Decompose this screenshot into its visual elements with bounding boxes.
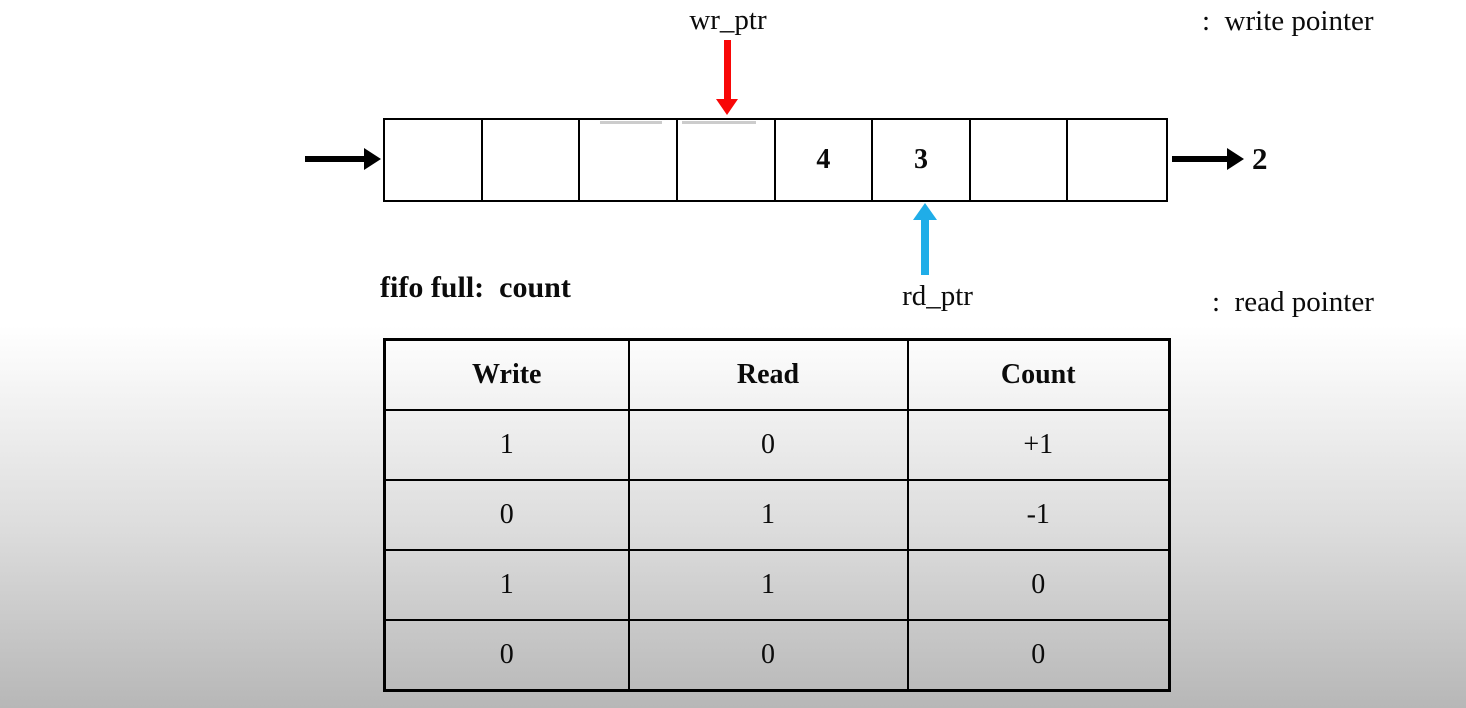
fifo-output-arrow-icon (1172, 156, 1228, 162)
fifo-output-arrowhead-icon (1227, 148, 1244, 170)
fifo-input-arrow-icon (305, 156, 365, 162)
fifo-cell-1 (483, 120, 581, 200)
table-row: 0 1 -1 (383, 479, 1171, 551)
fifo-cell-2 (580, 120, 678, 200)
fifo-cell-6 (971, 120, 1069, 200)
cell-write: 0 (383, 619, 630, 692)
wr-ptr-label: wr_ptr (689, 4, 767, 36)
column-header-read: Read (627, 338, 909, 411)
rd-ptr-label: rd_ptr (902, 280, 973, 312)
cell-write: 1 (383, 549, 630, 621)
smudge-artifact (600, 121, 662, 124)
cell-write: 1 (383, 409, 630, 481)
cell-read: 0 (627, 619, 909, 692)
legend-write-pointer: : write pointer (1202, 5, 1374, 37)
column-header-count: Count (906, 338, 1171, 411)
smudge-artifact (682, 121, 756, 124)
cell-count: -1 (906, 479, 1171, 551)
cell-read: 0 (627, 409, 909, 481)
column-header-write: Write (383, 338, 630, 411)
fifo-cell-0 (385, 120, 483, 200)
count-table: Write Read Count 1 0 +1 0 1 -1 1 1 0 0 (383, 338, 1171, 692)
cell-count: +1 (906, 409, 1171, 481)
fifo-buffer: 4 3 (383, 118, 1168, 202)
cell-count: 0 (906, 619, 1171, 692)
cell-write: 0 (383, 479, 630, 551)
fifo-input-arrowhead-icon (364, 148, 381, 170)
read-pointer-arrowhead-icon (913, 203, 937, 220)
output-value: 2 (1252, 141, 1268, 176)
read-pointer-arrow-icon (921, 219, 929, 275)
fifo-cell-4: 4 (776, 120, 874, 200)
write-pointer-arrowhead-icon (716, 99, 738, 115)
cell-count: 0 (906, 549, 1171, 621)
fifo-cell-3 (678, 120, 776, 200)
table-row: 0 0 0 (383, 619, 1171, 692)
legend-read-pointer: : read pointer (1212, 286, 1374, 318)
table-row: 1 1 0 (383, 549, 1171, 621)
table-row: 1 0 +1 (383, 409, 1171, 481)
write-pointer-arrow-icon (724, 40, 731, 100)
cell-read: 1 (627, 549, 909, 621)
fifo-cell-5: 3 (873, 120, 971, 200)
cell-read: 1 (627, 479, 909, 551)
table-header-row: Write Read Count (383, 338, 1171, 411)
fifo-cell-7 (1068, 120, 1166, 200)
fifo-full-caption: fifo full: count (380, 271, 571, 304)
